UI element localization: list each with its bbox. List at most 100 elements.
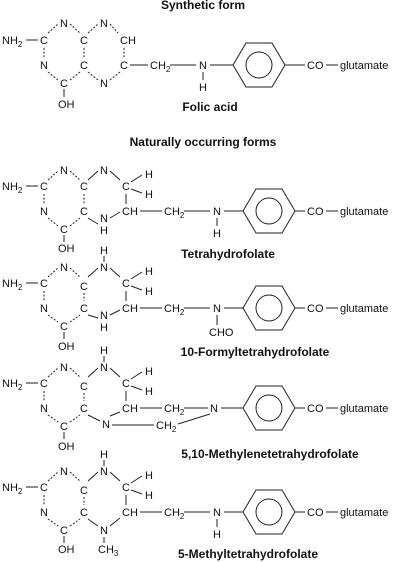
svg-text:CH2: CH2 (164, 507, 185, 521)
svg-text:CH: CH (122, 507, 138, 519)
svg-text:N: N (100, 466, 108, 478)
svg-text:CO: CO (307, 403, 324, 415)
svg-text:glutamate: glutamate (340, 507, 388, 519)
svg-text:N: N (213, 206, 221, 218)
structure-label: 10-Formyltetrahydrofolate (181, 345, 330, 359)
svg-text:N: N (100, 78, 108, 90)
natural-forms-title: Naturally occurring forms (130, 135, 277, 149)
structure-label: Tetrahydrofolate (181, 247, 275, 261)
structure-label: 5,10-Methylenetetrahydrofolate (181, 447, 359, 461)
svg-text:N: N (100, 165, 108, 177)
svg-text:C: C (80, 60, 88, 72)
structure-tetrahydrofolate: NH2 C N C N C H H N C C N H CH OH CH2 N … (2, 165, 388, 261)
svg-text:H: H (145, 366, 153, 378)
svg-text:N: N (40, 303, 48, 315)
svg-text:OH: OH (58, 243, 75, 255)
svg-text:C: C (122, 181, 130, 193)
svg-text:N: N (40, 507, 48, 519)
svg-text:C: C (40, 181, 48, 193)
svg-text:C: C (80, 281, 88, 293)
svg-text:C: C (80, 303, 88, 315)
svg-text:H: H (145, 470, 153, 482)
methylene-bridge: CH2 (156, 420, 177, 434)
svg-text:N: N (102, 419, 110, 431)
svg-text:C: C (80, 181, 88, 193)
svg-text:C: C (122, 482, 130, 494)
svg-text:OH: OH (58, 99, 75, 111)
svg-text:CO: CO (307, 60, 324, 72)
n10-substituent: H (199, 82, 207, 94)
svg-text:N: N (40, 206, 48, 218)
nh2-label: NH2 (2, 35, 23, 49)
svg-text:C: C (60, 421, 68, 433)
svg-text:N: N (60, 262, 68, 274)
svg-text:H: H (145, 266, 153, 278)
svg-text:CH2: CH2 (164, 206, 185, 220)
svg-text:CO: CO (307, 303, 324, 315)
svg-text:C: C (60, 224, 68, 236)
svg-text:OH: OH (58, 341, 75, 353)
benzene-ring (242, 385, 296, 431)
svg-text:C: C (80, 206, 88, 218)
svg-text:H: H (100, 449, 108, 461)
svg-text:N: N (100, 213, 108, 225)
svg-text:C: C (60, 321, 68, 333)
svg-text:C: C (40, 278, 48, 290)
benzene-ring (242, 188, 296, 234)
svg-text:N: N (100, 262, 108, 274)
structure-5-10-methylenetetrahydrofolate: NH2 C N C N H C H H N C C N CH OH CH2 N (2, 345, 388, 461)
svg-text:C: C (80, 485, 88, 497)
svg-text:CH2: CH2 (164, 403, 185, 417)
svg-text:C: C (122, 278, 130, 290)
svg-text:H: H (100, 345, 108, 357)
svg-text:NH2: NH2 (2, 482, 23, 496)
svg-text:glutamate: glutamate (340, 206, 388, 218)
methyl-group: CH3 (98, 544, 119, 558)
svg-text:glutamate: glutamate (340, 60, 388, 72)
svg-text:H: H (145, 169, 153, 181)
svg-text:C: C (60, 525, 68, 537)
svg-text:OH: OH (58, 544, 75, 556)
benzene-ring (242, 285, 296, 331)
formyl-group: CHO (209, 327, 234, 339)
svg-text:H: H (145, 490, 153, 502)
svg-text:C: C (80, 507, 88, 519)
svg-text:C: C (122, 378, 130, 390)
svg-text:N: N (60, 362, 68, 374)
svg-text:C: C (80, 35, 88, 47)
benzene-ring (232, 42, 286, 88)
svg-text:C: C (120, 60, 128, 72)
svg-text:N: N (213, 507, 221, 519)
svg-text:H: H (100, 322, 108, 334)
structure-label: 5-Methyltetrahydrofolate (178, 547, 318, 561)
svg-text:CO: CO (307, 206, 324, 218)
svg-text:H: H (100, 245, 108, 257)
svg-text:H: H (145, 189, 153, 201)
svg-text:CH2: CH2 (164, 303, 185, 317)
svg-text:CH: CH (122, 403, 138, 415)
svg-text:N: N (100, 18, 108, 30)
svg-text:C: C (40, 482, 48, 494)
svg-text:N: N (210, 403, 218, 415)
structure-label: Folic acid (182, 100, 237, 114)
svg-text:NH2: NH2 (2, 278, 23, 292)
svg-text:N: N (100, 525, 108, 537)
svg-text:OH: OH (58, 441, 75, 453)
svg-text:H: H (213, 529, 221, 541)
svg-text:CO: CO (307, 507, 324, 519)
svg-text:C: C (80, 403, 88, 415)
svg-text:N: N (60, 18, 68, 30)
svg-text:H: H (100, 225, 108, 237)
svg-text:H: H (145, 286, 153, 298)
svg-text:glutamate: glutamate (340, 403, 388, 415)
svg-text:N: N (40, 60, 48, 72)
svg-text:CH: CH (122, 303, 138, 315)
structure-folic-acid: NH2 C N C N CH N C C N C OH CH2 N H (2, 18, 388, 114)
benzene-ring (242, 489, 296, 535)
svg-text:C: C (60, 78, 68, 90)
svg-text:N: N (213, 303, 221, 315)
svg-text:CH: CH (122, 206, 138, 218)
svg-text:N: N (60, 466, 68, 478)
svg-text:N: N (60, 165, 68, 177)
